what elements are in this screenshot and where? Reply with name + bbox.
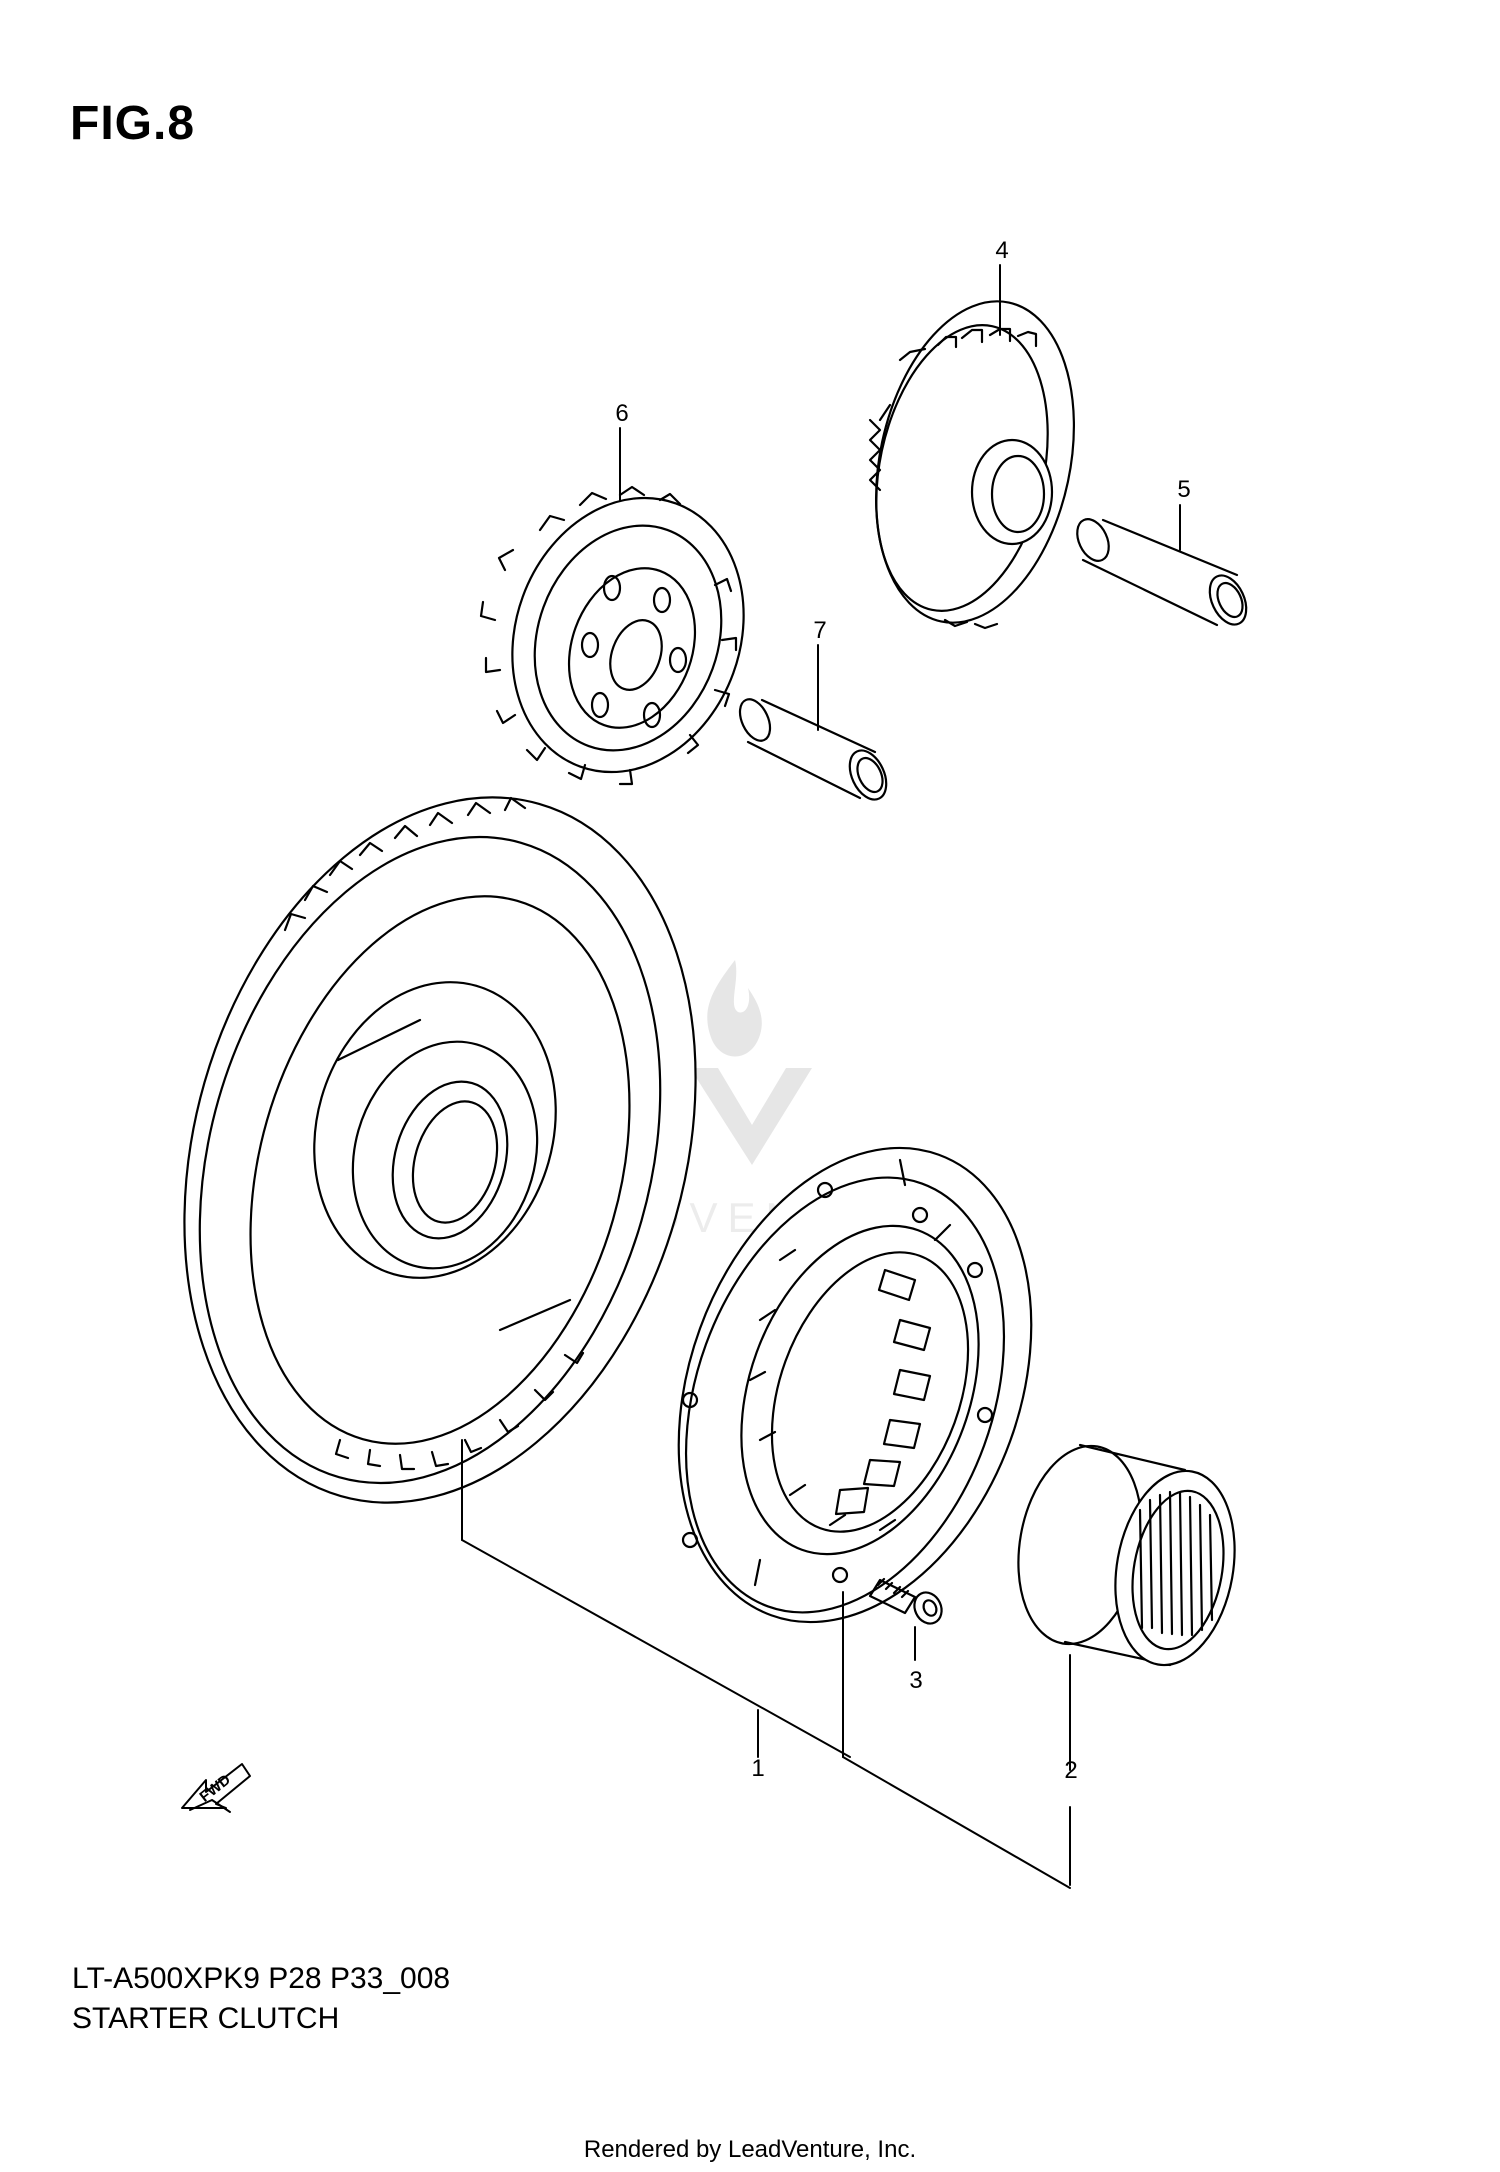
flame-icon [707,960,762,1057]
callout-3: 3 [909,1667,922,1694]
starter-driven-gear [183,796,697,1504]
sprag-rollers [834,1268,932,1516]
gear-part-6 [479,485,745,786]
bolt-part-3 [868,1577,943,1625]
bearing-part-2 [1017,1443,1236,1667]
fwd-arrow-icon [181,1763,251,1813]
callout-6: 6 [615,400,628,427]
callout-1: 1 [751,1755,764,1782]
one-way-clutch [677,1146,1033,1624]
callout-4: 4 [995,237,1008,264]
figure-name: STARTER CLUTCH [72,2002,340,2035]
leader-lines [461,264,1181,1889]
idle-gear-teeth [936,327,1038,630]
ring-gear-teeth [283,796,585,1471]
model-code: LT-A500XPK9 P28 P33_008 [72,1962,451,1995]
idle-gear-part-4 [868,300,1076,630]
gear-teeth [479,485,738,786]
figure-title: FIG.8 [70,97,196,150]
needle-rollers [1138,1490,1214,1637]
callout-7: 7 [813,617,826,644]
render-credit: Rendered by LeadVenture, Inc. [583,2136,917,2163]
shaft-part-7 [738,698,888,801]
callout-5: 5 [1177,476,1190,503]
callout-2: 2 [1064,1757,1077,1784]
leadventure-logo-icon [690,1068,812,1165]
shaft-part-5 [1076,518,1248,627]
